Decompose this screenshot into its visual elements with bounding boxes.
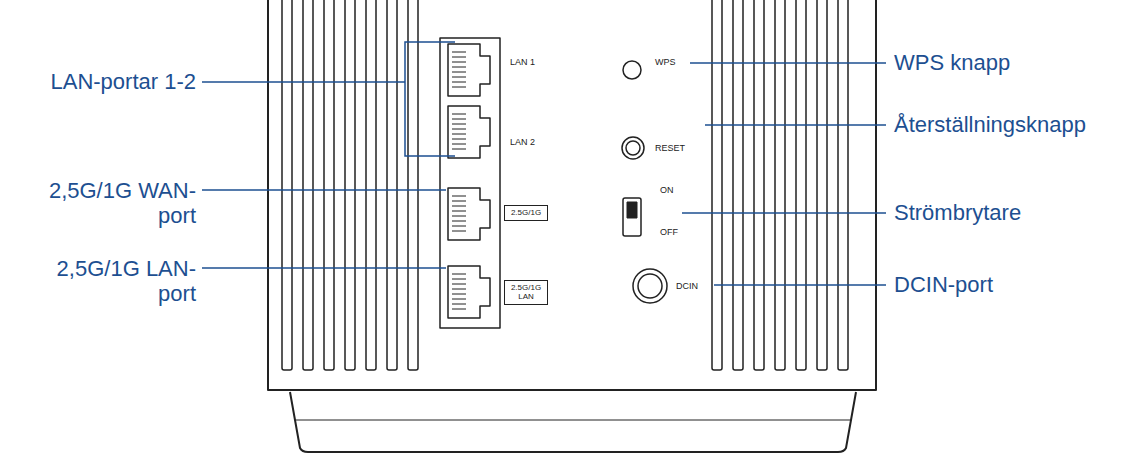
callout-label: 2,5G/1G WAN-port bbox=[36, 178, 196, 229]
port-pin bbox=[452, 284, 466, 285]
reset-button bbox=[622, 137, 644, 159]
bracket bbox=[405, 42, 455, 156]
vent-fin bbox=[817, 0, 827, 370]
leader-line bbox=[202, 81, 405, 83]
dcin-jack-inner bbox=[638, 274, 662, 298]
port-tag: 2.5G/1G LAN bbox=[504, 280, 548, 305]
ethernet-port bbox=[448, 106, 490, 158]
port-pin bbox=[452, 72, 466, 73]
port-pin bbox=[452, 211, 466, 212]
port-pin bbox=[452, 119, 466, 120]
port-outline bbox=[448, 188, 490, 240]
callout-label: Strömbrytare bbox=[894, 200, 1021, 225]
leader-line bbox=[682, 212, 886, 214]
vent-fin bbox=[366, 0, 376, 370]
vent-fin bbox=[408, 0, 418, 370]
port-pin bbox=[452, 129, 466, 130]
leader-line bbox=[202, 267, 446, 269]
port-pin bbox=[452, 124, 466, 125]
callout-label: WPS knapp bbox=[894, 50, 1010, 75]
port-pin bbox=[452, 299, 466, 300]
reset-button-inner bbox=[626, 141, 640, 155]
callout-label: 2,5G/1G LAN-port bbox=[36, 256, 196, 307]
power-switch bbox=[623, 198, 641, 236]
port-pin bbox=[452, 309, 466, 310]
leader-lines bbox=[202, 42, 886, 285]
port-tag-text: 2.5G/1G LAN bbox=[508, 283, 544, 301]
port-pin bbox=[452, 87, 466, 88]
port-pin bbox=[452, 216, 466, 217]
port-pin bbox=[452, 149, 466, 150]
port-pin bbox=[452, 294, 466, 295]
port-outline bbox=[448, 44, 490, 96]
port-pin bbox=[452, 114, 466, 115]
base-line bbox=[296, 420, 850, 421]
port-pin bbox=[452, 221, 466, 222]
port-pin bbox=[452, 206, 466, 207]
vent-fin bbox=[733, 0, 743, 370]
panel-marking: DCIN bbox=[676, 281, 698, 291]
port-pin bbox=[452, 201, 466, 202]
port-pin bbox=[452, 134, 466, 135]
vent-fin bbox=[345, 0, 355, 370]
vent-fin bbox=[796, 0, 806, 370]
port-pin bbox=[452, 279, 466, 280]
vent-fin bbox=[387, 0, 397, 370]
port-pin bbox=[452, 77, 466, 78]
ethernet-port bbox=[448, 266, 490, 318]
port-block bbox=[440, 38, 500, 328]
port-pin bbox=[452, 82, 466, 83]
port-pin bbox=[452, 67, 466, 68]
panel-marking: ON bbox=[660, 185, 674, 195]
leader-line bbox=[202, 189, 446, 191]
ethernet-port bbox=[448, 44, 490, 96]
leader-line bbox=[705, 124, 886, 126]
port-tag: 2.5G/1G bbox=[504, 205, 548, 221]
ethernet-port bbox=[448, 188, 490, 240]
housing bbox=[268, 0, 876, 390]
port-tag-text: 2.5G/1G bbox=[508, 208, 544, 217]
wps-button bbox=[623, 61, 641, 79]
vent-fin bbox=[712, 0, 722, 370]
vent-fin bbox=[282, 0, 292, 370]
port-pin bbox=[452, 139, 466, 140]
panel-marking: RESET bbox=[655, 143, 685, 153]
leader-line bbox=[690, 62, 886, 64]
power-switch-lever bbox=[627, 202, 637, 218]
vent-fin bbox=[838, 0, 848, 370]
callout-label: Återställningsknapp bbox=[894, 112, 1086, 137]
port-pin bbox=[452, 274, 466, 275]
port-pin bbox=[452, 289, 466, 290]
callout-label: DCIN-port bbox=[894, 272, 993, 297]
vent-fin bbox=[775, 0, 785, 370]
panel-marking: WPS bbox=[655, 57, 676, 67]
port-outline bbox=[448, 266, 490, 318]
base bbox=[290, 392, 856, 452]
panel-marking: OFF bbox=[660, 227, 678, 237]
vent-fin bbox=[303, 0, 313, 370]
port-outline bbox=[448, 106, 490, 158]
port-pin bbox=[452, 304, 466, 305]
port-pin bbox=[452, 52, 466, 53]
port-pin bbox=[452, 226, 466, 227]
panel-marking: LAN 1 bbox=[510, 57, 535, 67]
callout-label: LAN-portar 1-2 bbox=[50, 69, 196, 94]
leader-line bbox=[714, 284, 886, 286]
port-pin bbox=[452, 62, 466, 63]
port-pin bbox=[452, 196, 466, 197]
dcin-jack bbox=[633, 269, 667, 303]
vent-fin bbox=[324, 0, 334, 370]
panel-marking: LAN 2 bbox=[510, 137, 535, 147]
port-pin bbox=[452, 231, 466, 232]
vent-fin bbox=[754, 0, 764, 370]
port-pin bbox=[452, 57, 466, 58]
port-pin bbox=[452, 144, 466, 145]
